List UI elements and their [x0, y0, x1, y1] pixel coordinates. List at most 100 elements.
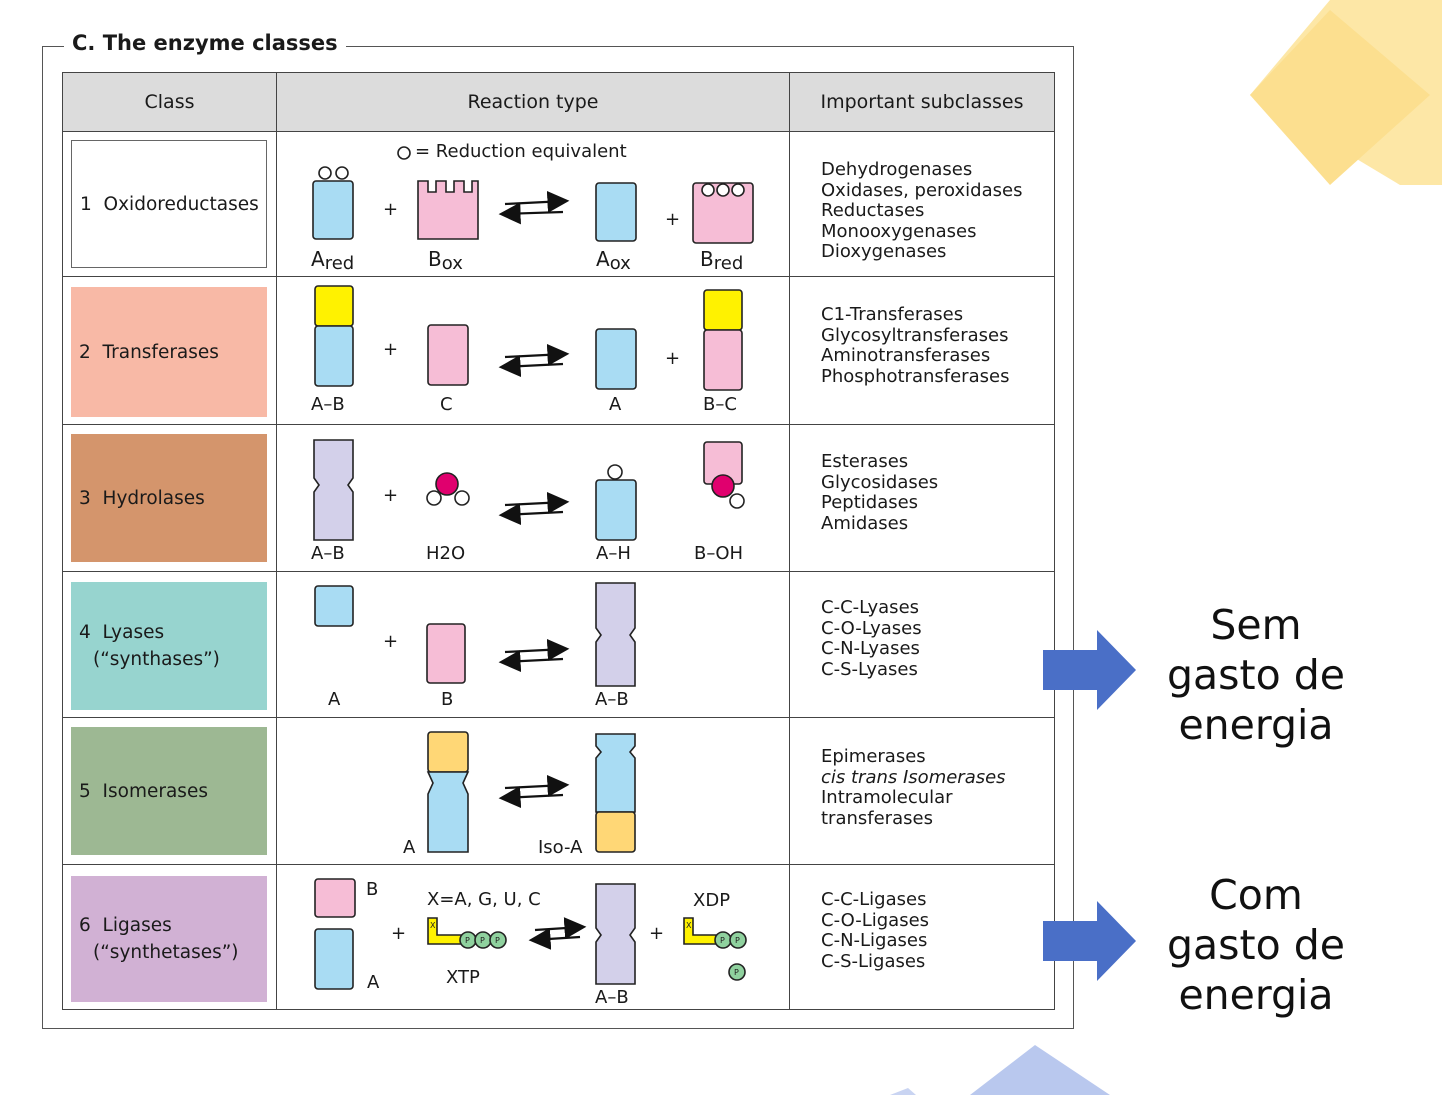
class-alias: (“synthases”)	[93, 649, 220, 670]
reduction-circle-icon	[701, 183, 715, 197]
equilibrium-back-arrow	[498, 650, 564, 673]
label-A-B: A–B	[311, 543, 345, 564]
label-B: B	[441, 689, 454, 710]
equilibrium-back-arrow	[498, 786, 564, 809]
x-letter: X	[430, 921, 436, 930]
subclass-item: Esterases	[821, 451, 909, 472]
reduction-circle-icon	[318, 166, 332, 180]
phosphate-letter: P	[495, 936, 500, 945]
A-B-shape	[313, 439, 354, 541]
label-A: A	[403, 837, 416, 858]
label-B-C: B–C	[703, 394, 737, 415]
subclass-item: C-O-Ligases	[821, 909, 930, 931]
label-A-red: Ared	[311, 247, 355, 274]
class-number: 5	[79, 780, 91, 802]
decorative-diamonds-top-right	[1250, 0, 1442, 185]
table-bottom-border	[62, 1009, 1055, 1010]
class-name: Lyases	[102, 622, 165, 643]
class-hydrolases: 3 Hydrolases	[71, 434, 267, 562]
subclasses-oxidoreductases: Dehydrogenases Oxidases, peroxidases Red…	[821, 159, 1022, 263]
no-energy-note: Sem gasto de energia	[1167, 601, 1345, 749]
subclass-item: Intramolecular	[821, 787, 953, 808]
subclass-item: Glycosyltransferases	[821, 324, 1009, 346]
equilibrium-back-arrow	[498, 503, 564, 526]
label-XTP: XTP	[446, 967, 480, 988]
column-divider	[789, 72, 790, 1010]
phosphate-letter: P	[480, 936, 485, 945]
oxygen-icon	[435, 472, 459, 496]
B-shape	[426, 623, 466, 684]
subclass-item: Peptidases	[821, 492, 919, 513]
group-B-shape	[314, 285, 354, 327]
C-shape	[427, 324, 469, 386]
subclass-item: cis trans Isomerases	[821, 766, 1006, 788]
reduction-circle-icon	[397, 146, 411, 160]
subclass-item: transferases	[821, 807, 933, 829]
label-A: A	[367, 972, 380, 993]
plus-sign: +	[383, 199, 399, 220]
class-transferases: 2 Transferases	[71, 287, 267, 417]
figure-title: C. The enzyme classes	[64, 31, 346, 55]
A-red-shape	[312, 180, 354, 240]
A-B-shape	[595, 582, 636, 687]
class-name: Isomerases	[102, 780, 208, 802]
A-shape	[314, 325, 354, 387]
plus-sign: +	[383, 485, 399, 506]
class-ligases: 6 Ligases (“synthetases”)	[71, 876, 267, 1002]
phosphate-icon	[728, 963, 746, 981]
row-divider	[62, 864, 1055, 865]
label-A-B: A–B	[311, 394, 345, 415]
subclass-item: Reductases	[821, 200, 925, 221]
row-divider	[62, 424, 1055, 425]
Iso-A-bottom-shape	[595, 811, 636, 853]
equilibrium-forward-arrow	[504, 638, 570, 661]
subclass-item: Monooxygenases	[821, 220, 977, 242]
A-shape	[595, 328, 637, 390]
class-name: Transferases	[102, 341, 219, 363]
row-divider	[62, 717, 1055, 718]
label-x-values: X=A, G, U, C	[427, 889, 541, 910]
class-lyases: 4 Lyases (“synthases”)	[71, 582, 267, 710]
equilibrium-forward-arrow	[504, 190, 570, 213]
class-alias: (“synthetases”)	[93, 942, 239, 963]
label-B-ox: Box	[428, 247, 463, 274]
label-B-OH: B–OH	[694, 543, 744, 564]
A-top-shape	[427, 731, 469, 773]
label-A: A	[609, 394, 622, 415]
B-red-shape	[692, 182, 754, 244]
subclass-item: Epimerases	[821, 746, 926, 767]
hydrogen-icon	[729, 493, 745, 509]
label-A-B: A–B	[595, 689, 629, 710]
subclass-item: Dioxygenases	[821, 241, 947, 262]
reduction-note: = Reduction equivalent	[415, 141, 627, 162]
subclass-item: C-N-Ligases	[821, 930, 928, 951]
phosphate-letter: P	[734, 968, 739, 977]
hydrogen-icon	[426, 490, 442, 506]
A-B-shape	[595, 883, 636, 985]
B-shape	[314, 878, 356, 918]
group-B-shape	[703, 289, 743, 331]
phosphate-letter: P	[465, 936, 470, 945]
subclasses-transferases: C1-Transferases Glycosyltransferases Ami…	[821, 304, 1009, 387]
label-C: C	[440, 394, 453, 415]
reduction-circle-icon	[335, 166, 349, 180]
class-name: Oxidoreductases	[103, 193, 259, 215]
class-name: Ligases	[102, 915, 172, 936]
reduction-circle-icon	[731, 183, 745, 197]
plus-sign: +	[665, 209, 681, 230]
label-A-H: A–H	[596, 543, 631, 564]
label-B-red: Bred	[700, 247, 744, 274]
subclass-item: C-C-Ligases	[821, 889, 927, 910]
x-letter: X	[686, 921, 692, 930]
subclasses-ligases: C-C-Ligases C-O-Ligases C-N-Ligases C-S-…	[821, 889, 930, 972]
label-A: A	[328, 689, 341, 710]
header-class: Class	[62, 72, 277, 132]
column-divider	[276, 72, 277, 1010]
equilibrium-forward-arrow	[504, 343, 570, 366]
plus-sign: +	[391, 923, 407, 944]
table-left-border	[62, 72, 63, 1010]
phosphate-letter: P	[735, 936, 740, 945]
header-subclasses: Important subclasses	[789, 72, 1055, 132]
phosphate-icon	[489, 931, 507, 949]
